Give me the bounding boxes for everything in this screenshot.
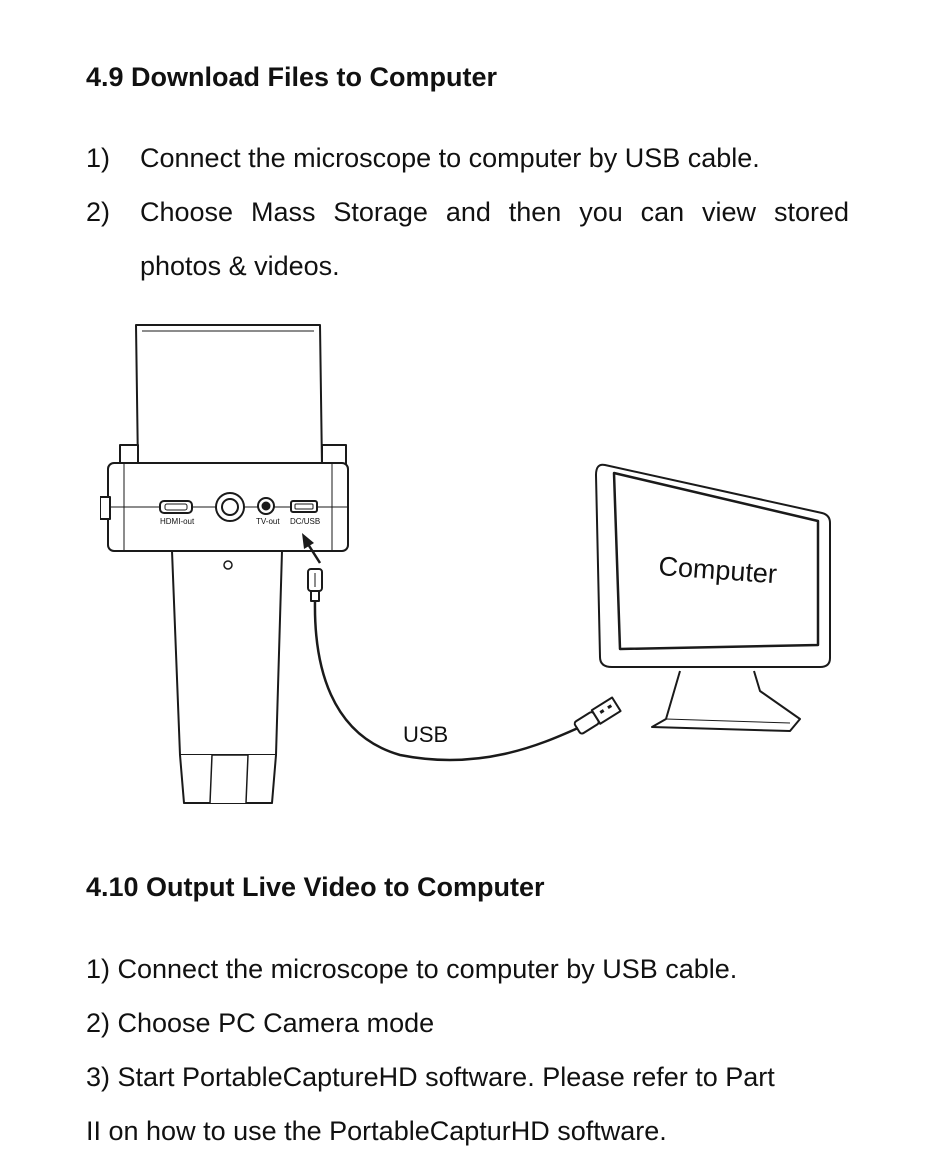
- computer-monitor: [595, 463, 831, 732]
- illustration-svg: HDMI-out TV-out DC/USB USB Computer: [99, 324, 831, 804]
- connection-illustration: HDMI-out TV-out DC/USB USB Computer: [99, 315, 840, 810]
- step-number: 2): [86, 197, 111, 227]
- step-text: Connect the microscope to computer by US…: [140, 143, 760, 173]
- section-heading-download: 4.9 Download Files to Computer: [86, 62, 498, 92]
- step-line: II on how to use the PortableCapturHD so…: [86, 1116, 667, 1146]
- step-text: Choose Mass Storage and then you can vie…: [140, 197, 849, 227]
- connection-arrow: [302, 533, 322, 564]
- step-text-continued: photos & videos.: [140, 251, 340, 281]
- port-label-hdmi: HDMI-out: [160, 517, 195, 526]
- ports-panel: [159, 492, 318, 522]
- port-label-dcusb: DC/USB: [290, 517, 320, 526]
- cable-label: USB: [403, 722, 448, 747]
- step-line: 1) Connect the microscope to computer by…: [86, 954, 738, 984]
- section-heading-live-video: 4.10 Output Live Video to Computer: [86, 872, 545, 902]
- usb-cable: [313, 600, 579, 762]
- usb-a-plug: [573, 696, 622, 735]
- micro-usb-plug: [307, 568, 323, 602]
- port-label-tv: TV-out: [256, 517, 280, 526]
- microscope-screen: [135, 324, 323, 468]
- step-line: 3) Start PortableCaptureHD software. Ple…: [86, 1062, 775, 1092]
- step-line: 2) Choose PC Camera mode: [86, 1008, 435, 1038]
- step-number: 1): [86, 143, 111, 173]
- microscope-handle: [171, 550, 283, 804]
